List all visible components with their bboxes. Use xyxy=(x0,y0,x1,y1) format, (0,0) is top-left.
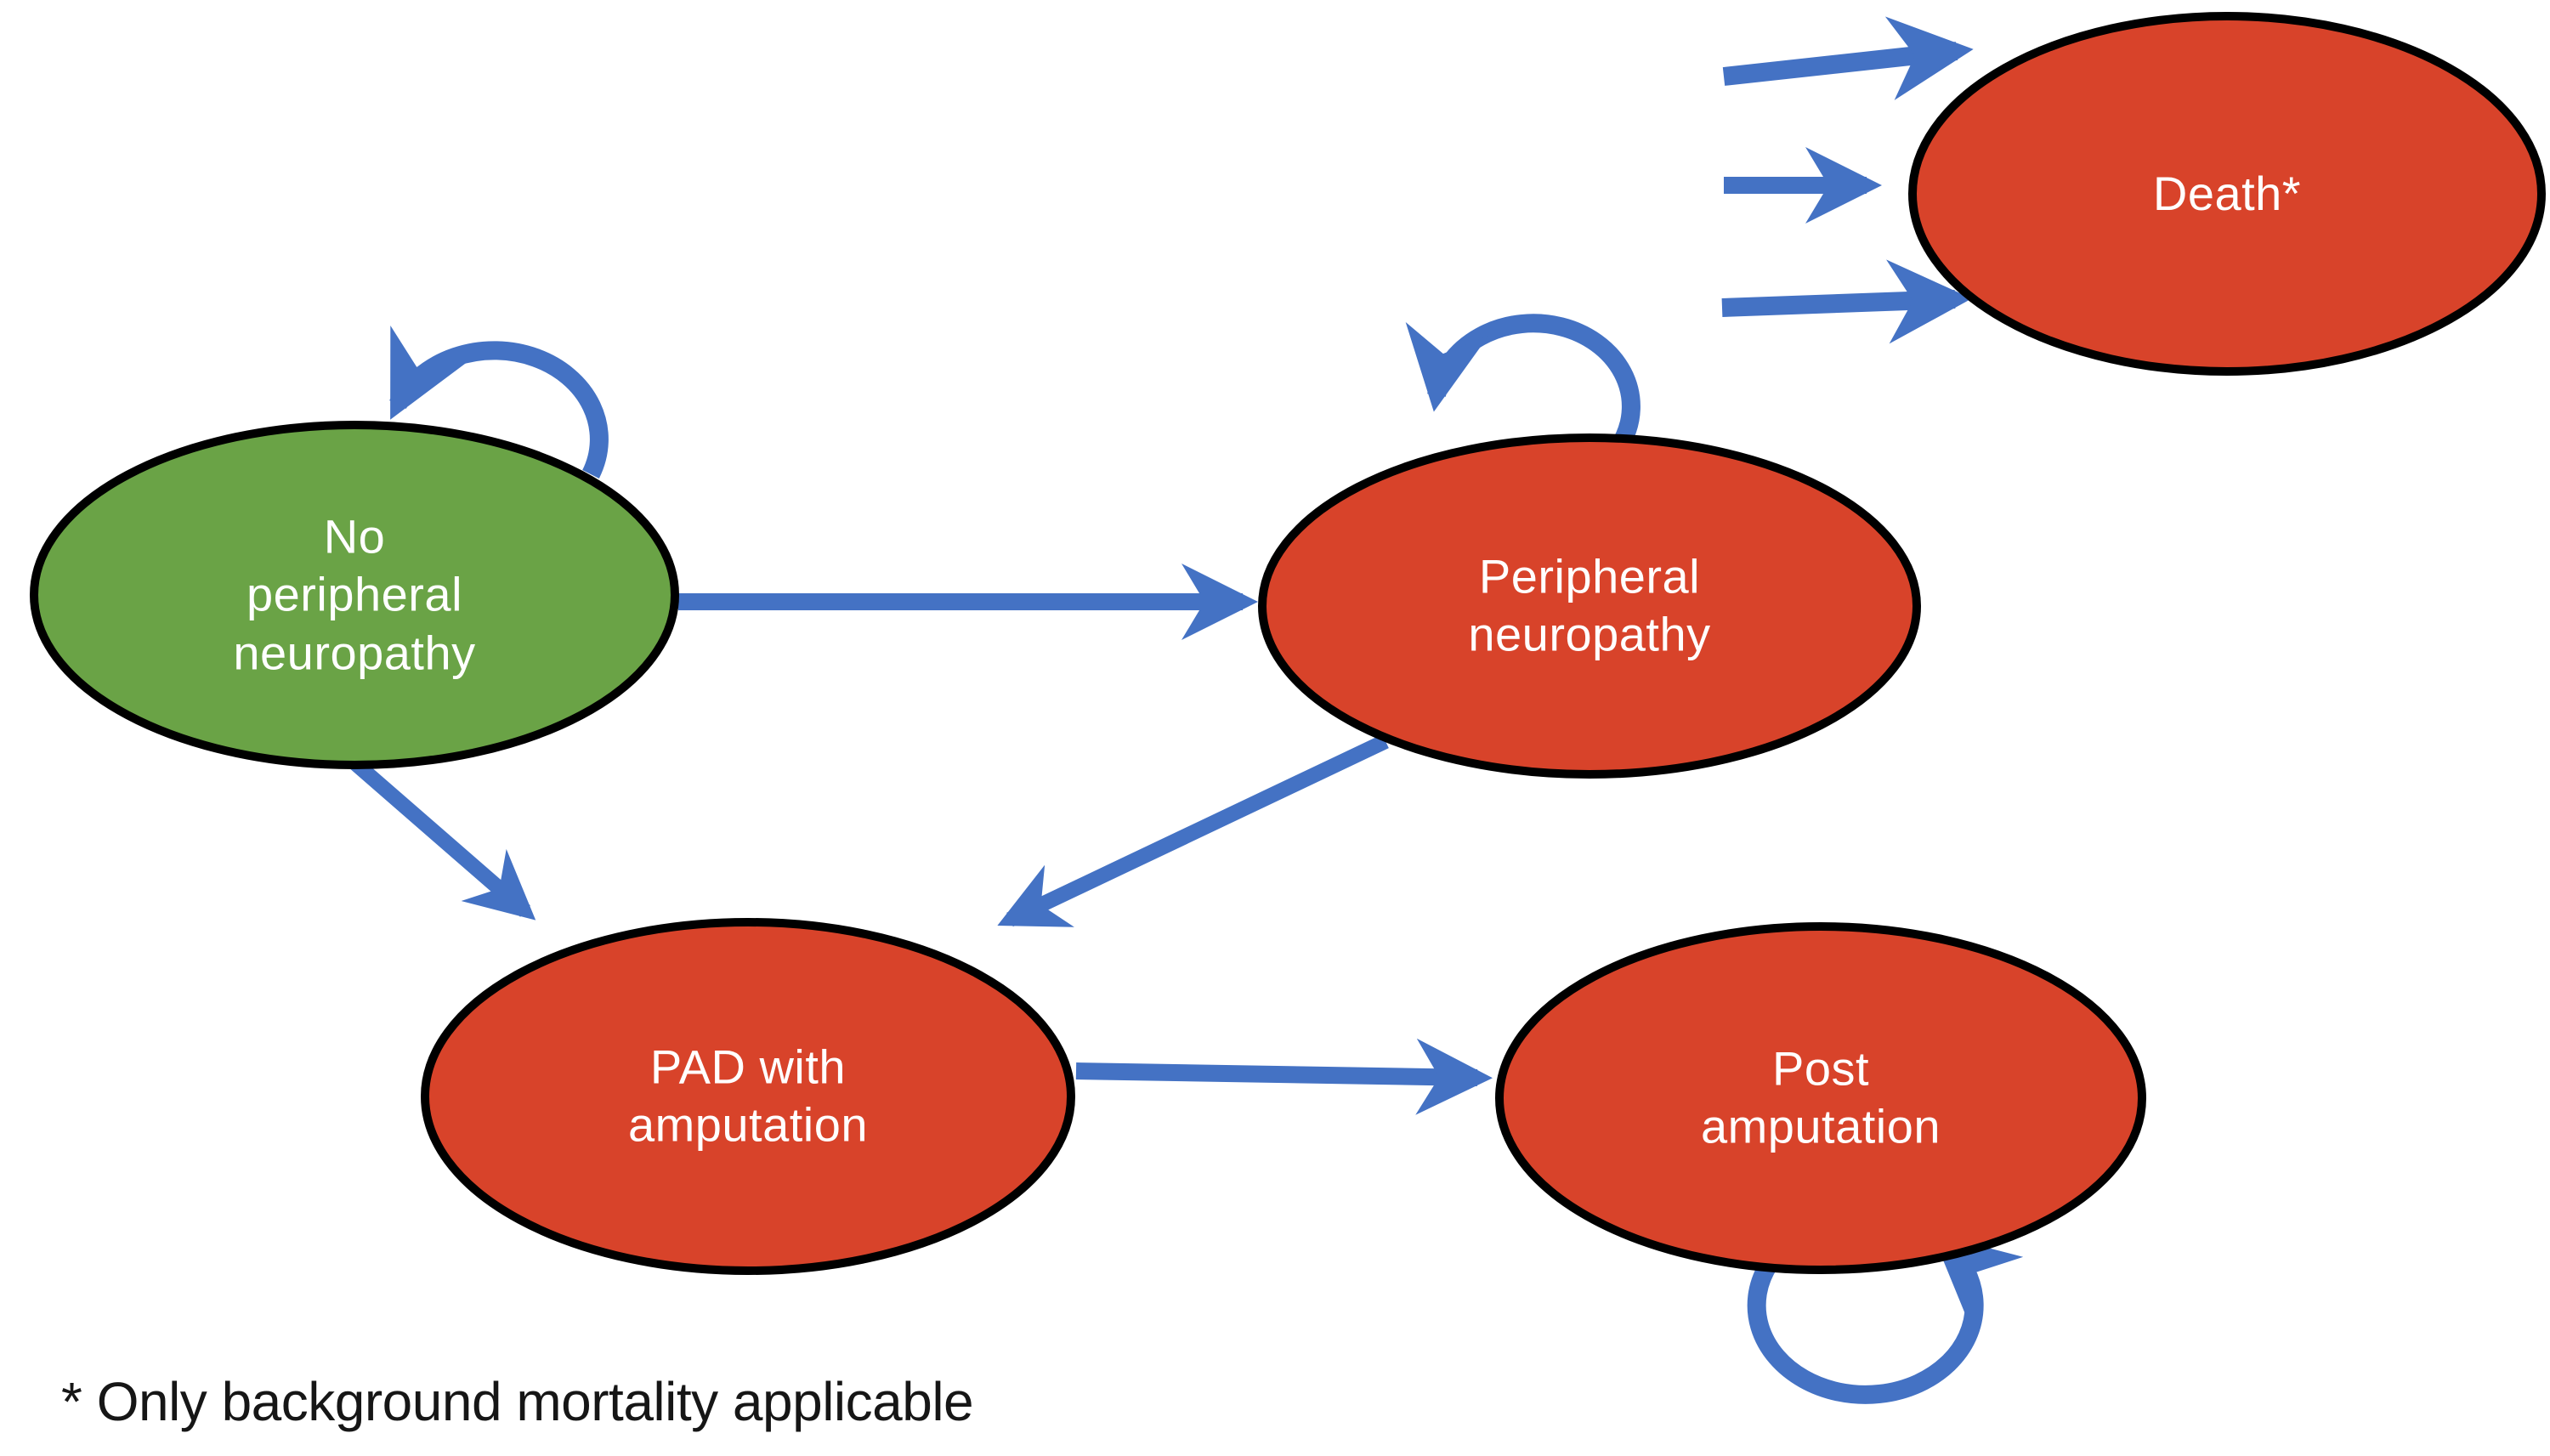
edge-no-peripheral-neuropathy-self-loop xyxy=(389,325,609,479)
edge-pad-with-amputation-to-post-amputation xyxy=(1075,1038,1493,1115)
state-pad-with-amputation xyxy=(421,918,1075,1275)
state-post-amputation xyxy=(1495,922,2146,1274)
edge-no-peripheral-neuropathy-to-pad-with-amputation xyxy=(350,757,536,921)
edge-post-amputation-self-loop xyxy=(1747,1232,2024,1404)
edge-peripheral-neuropathy-to-pad-with-amputation xyxy=(997,734,1389,927)
state-no-peripheral-neuropathy xyxy=(30,421,679,769)
state-peripheral-neuropathy xyxy=(1258,433,1921,779)
footnote: * Only background mortality applicable xyxy=(61,1371,974,1432)
edge-peripheral-neuropathy-self-loop xyxy=(1405,314,1640,447)
edge-to-death-top xyxy=(1722,16,1974,100)
edge-to-death-bottom xyxy=(1721,259,1972,344)
state-death xyxy=(1908,12,2546,376)
